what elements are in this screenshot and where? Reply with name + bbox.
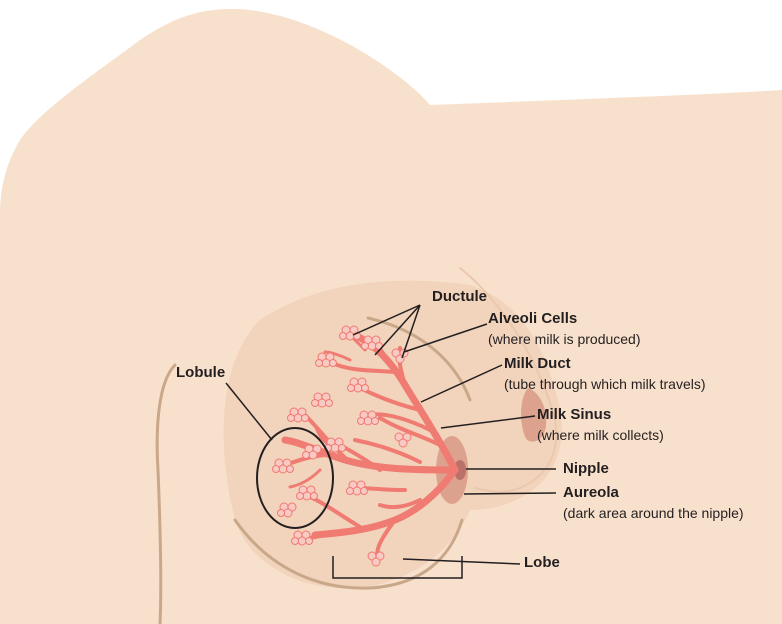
lobule-title: Lobule bbox=[176, 364, 226, 381]
ductule-title: Ductule bbox=[432, 288, 488, 305]
lobe-leader bbox=[402, 558, 521, 565]
milk-sinus-label: Milk Sinus (where milk collects) bbox=[537, 405, 664, 445]
alveoli-cluster bbox=[315, 352, 337, 368]
milk-duct-title: Milk Duct bbox=[504, 355, 571, 372]
branch-7 bbox=[353, 438, 422, 464]
nipple-title: Nipple bbox=[563, 460, 609, 477]
branch-12 bbox=[378, 498, 422, 510]
lobule-leader bbox=[225, 382, 273, 441]
alveoli-cluster bbox=[391, 348, 409, 364]
other-breast-areola bbox=[521, 388, 547, 442]
alveoli-cluster bbox=[361, 335, 383, 351]
body-contour-line bbox=[155, 363, 177, 624]
alveoli-cluster bbox=[324, 437, 346, 453]
alveoli-cluster bbox=[291, 530, 313, 546]
alveoli-title: Alveoli Cells bbox=[488, 310, 578, 327]
milk-duct-label: Milk Duct (tube through which milk trave… bbox=[504, 354, 706, 394]
milk-duct-subtitle: (tube through which milk travels) bbox=[504, 376, 706, 392]
ductule-leader-1 bbox=[352, 304, 421, 336]
ductule-label: Ductule bbox=[432, 287, 487, 307]
lobe-bracket bbox=[332, 556, 463, 579]
aureola-title: Aureola bbox=[563, 484, 619, 501]
alveoli-leader bbox=[403, 323, 488, 353]
lobe-title: Lobe bbox=[524, 554, 560, 571]
lobule-circle bbox=[256, 427, 334, 529]
ductule-leader-2 bbox=[374, 304, 421, 356]
branch-18 bbox=[323, 350, 352, 362]
breast-contour-line bbox=[233, 518, 464, 590]
lobe-label: Lobe bbox=[524, 553, 560, 573]
alveoli-cluster bbox=[302, 444, 322, 460]
milk-duct-leader bbox=[420, 364, 503, 403]
alveoli-clusters bbox=[272, 325, 412, 567]
alveoli-cluster bbox=[346, 480, 368, 496]
breast-mound bbox=[223, 280, 562, 589]
alveoli-cluster bbox=[296, 485, 318, 501]
alveoli-subtitle: (where milk is produced) bbox=[488, 331, 641, 347]
alveoli-cluster bbox=[367, 551, 385, 567]
milk-sinus-subtitle: (where milk collects) bbox=[537, 427, 664, 443]
aureola-subtitle: (dark area around the nipple) bbox=[563, 505, 744, 521]
nipple bbox=[454, 460, 466, 480]
breast-outer-contour bbox=[459, 267, 558, 493]
alveoli-cluster bbox=[394, 432, 412, 448]
alveoli-cluster bbox=[287, 407, 309, 423]
alveoli-cluster bbox=[339, 325, 361, 341]
aureola-label: Aureola (dark area around the nipple) bbox=[563, 483, 744, 523]
alveoli-cluster bbox=[272, 458, 294, 474]
nipple-label: Nipple bbox=[563, 459, 609, 479]
breast-upper-contour bbox=[366, 316, 472, 402]
alveoli-label: Alveoli Cells (where milk is produced) bbox=[488, 309, 641, 349]
branch-16 bbox=[288, 468, 322, 489]
aureola-leader bbox=[463, 492, 557, 495]
leader-lines bbox=[225, 304, 557, 565]
branch-6 bbox=[378, 416, 442, 447]
milk-sinus-title: Milk Sinus bbox=[537, 406, 612, 423]
milk-sinus-leader bbox=[440, 415, 536, 429]
alveoli-cluster bbox=[347, 377, 369, 393]
alveoli-cluster bbox=[277, 502, 297, 518]
ductule-leader-3 bbox=[401, 304, 421, 359]
alveoli-cluster bbox=[357, 410, 379, 426]
lobule-label: Lobule bbox=[176, 363, 225, 383]
alveoli-cluster bbox=[311, 392, 333, 408]
